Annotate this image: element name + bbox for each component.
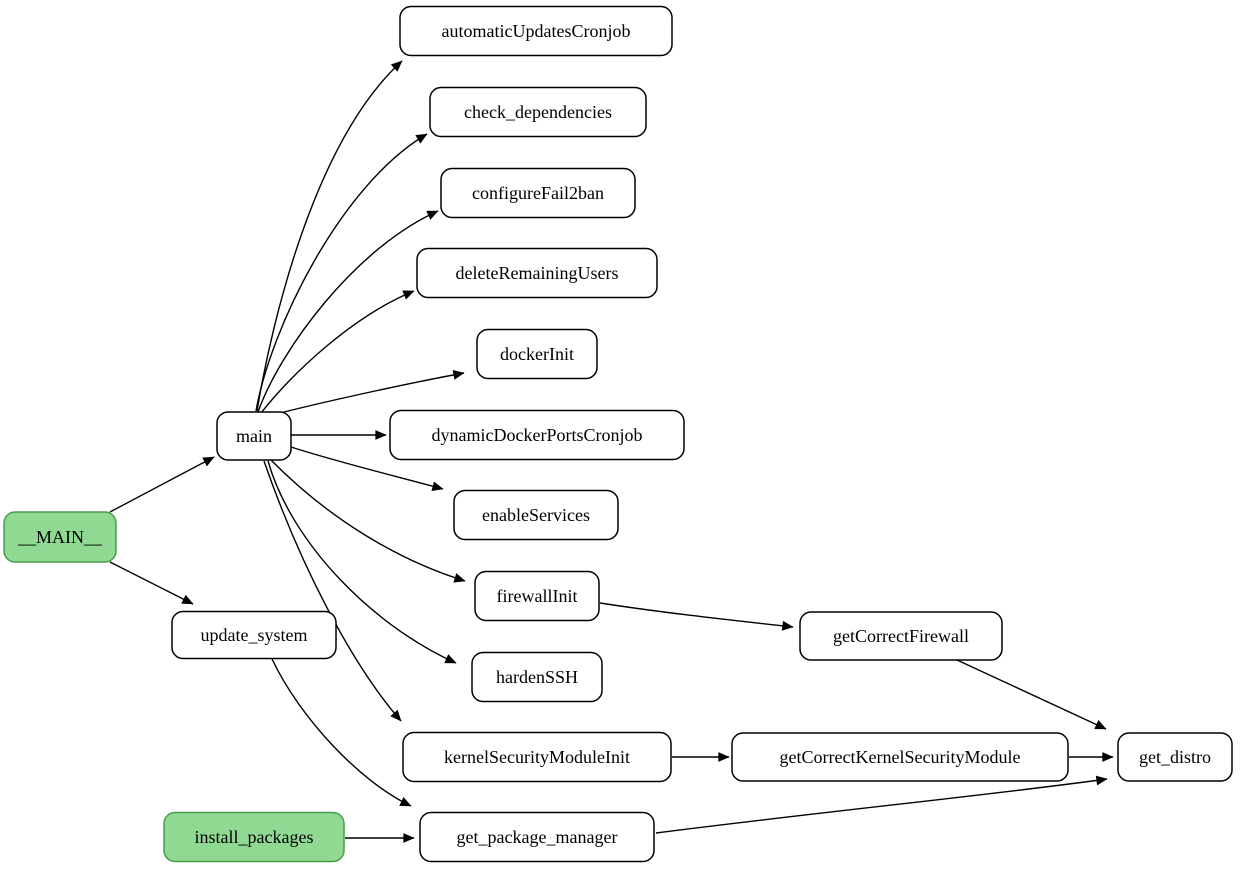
node-label-main-entry: __MAIN__ — [17, 527, 103, 547]
node-dynamic-docker-ports-cronjob: dynamicDockerPortsCronjob — [390, 411, 684, 460]
node-label-enable-services: enableServices — [482, 505, 590, 525]
node-main: main — [217, 412, 291, 460]
edge-update-system-to-get-package-manager — [272, 659, 411, 806]
edge-main-to-check-dependencies — [256, 134, 427, 411]
node-delete-remaining-users: deleteRemainingUsers — [417, 249, 657, 298]
node-automatic-updates-cronjob: automaticUpdatesCronjob — [400, 7, 672, 56]
node-kernel-security-module-init: kernelSecurityModuleInit — [403, 733, 671, 782]
node-label-dynamic-docker-ports-cronjob: dynamicDockerPortsCronjob — [432, 425, 643, 445]
node-label-kernel-security-module-init: kernelSecurityModuleInit — [444, 747, 630, 767]
node-firewall-init: firewallInit — [475, 572, 599, 621]
node-label-harden-ssh: hardenSSH — [496, 667, 578, 687]
node-update-system: update_system — [172, 612, 336, 659]
node-enable-services: enableServices — [454, 491, 618, 540]
edge-main-to-firewall-init — [271, 460, 465, 581]
node-check-dependencies: check_dependencies — [430, 88, 646, 137]
node-label-main: main — [236, 426, 272, 446]
node-label-get-correct-kernel-security-module: getCorrectKernelSecurityModule — [780, 747, 1021, 767]
node-label-configure-fail2ban: configureFail2ban — [472, 183, 604, 203]
edge-main-to-delete-remaining-users — [261, 291, 414, 413]
node-label-automatic-updates-cronjob: automaticUpdatesCronjob — [442, 21, 631, 41]
node-install-packages: install_packages — [164, 813, 344, 862]
edge-main-entry-to-update-system — [110, 562, 193, 604]
node-label-delete-remaining-users: deleteRemainingUsers — [456, 263, 619, 283]
node-label-get-distro: get_distro — [1139, 747, 1211, 767]
edge-firewall-init-to-get-correct-firewall — [600, 603, 793, 627]
node-label-firewall-init: firewallInit — [497, 586, 578, 606]
node-harden-ssh: hardenSSH — [472, 653, 602, 702]
node-configure-fail2ban: configureFail2ban — [441, 169, 635, 218]
edge-get-correct-firewall-to-get-distro — [957, 660, 1106, 729]
node-get-correct-firewall: getCorrectFirewall — [800, 612, 1002, 660]
node-get-correct-kernel-security-module: getCorrectKernelSecurityModule — [732, 733, 1068, 781]
edge-main-to-configure-fail2ban — [258, 211, 438, 412]
edge-get-package-manager-to-get-distro — [656, 779, 1107, 833]
node-label-get-package-manager: get_package_manager — [457, 827, 618, 847]
node-get-package-manager: get_package_manager — [420, 813, 654, 862]
node-label-check-dependencies: check_dependencies — [464, 102, 612, 122]
node-docker-init: dockerInit — [477, 330, 597, 379]
node-label-get-correct-firewall: getCorrectFirewall — [833, 626, 969, 646]
node-label-update-system: update_system — [201, 625, 308, 645]
node-label-docker-init: dockerInit — [500, 344, 574, 364]
edge-main-to-docker-init — [280, 373, 464, 413]
node-label-install-packages: install_packages — [195, 827, 314, 847]
edge-main-entry-to-main — [110, 457, 214, 512]
node-get-distro: get_distro — [1118, 733, 1232, 781]
node-main-entry: __MAIN__ — [4, 512, 116, 562]
